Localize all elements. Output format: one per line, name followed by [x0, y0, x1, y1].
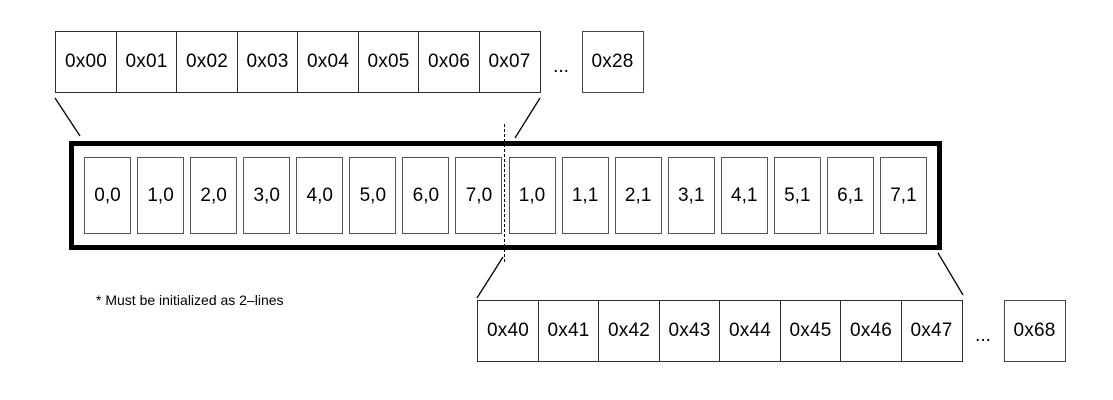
buffer-cell: 4,0 [296, 157, 344, 234]
address-cell: 0x40 [477, 300, 539, 362]
buffer-cell: 6,1 [826, 157, 874, 234]
address-cell: 0x47 [900, 300, 963, 362]
buffer-cell: 5,0 [349, 157, 397, 234]
buffer-cell: 4,1 [720, 157, 768, 234]
buffer-cell: 3,1 [667, 157, 715, 234]
address-cell: 0x41 [537, 300, 600, 362]
buffer-cell: 7,0 [455, 157, 503, 234]
buffer-cell: 6,0 [402, 157, 450, 234]
top-address-row: 0x00 0x01 0x02 0x03 0x04 0x05 0x06 0x07 … [55, 31, 644, 93]
address-cell: 0x06 [418, 31, 480, 93]
buffer-cell: 3,0 [243, 157, 291, 234]
connector-bottomright-line [937, 252, 964, 296]
footnote-text: * Must be initialized as 2–lines [96, 292, 284, 308]
address-cell: 0x42 [598, 300, 660, 362]
line-split-dashed-divider [504, 124, 505, 262]
address-cell: 0x00 [55, 31, 117, 93]
buffer-cell: 2,0 [190, 157, 238, 234]
buffer-cell: 1,0 [137, 157, 185, 234]
address-cell: 0x04 [297, 31, 359, 93]
buffer-cell: 1,0 [508, 157, 556, 234]
address-cell: 0x02 [176, 31, 238, 93]
address-cell: 0x01 [115, 31, 178, 93]
ellipsis: ... [975, 325, 991, 346]
connector-topleft-line [54, 97, 81, 137]
buffer-cell: 7,1 [879, 157, 927, 234]
address-cell-tail: 0x28 [581, 31, 644, 93]
address-cell: 0x43 [658, 300, 721, 362]
buffer-cell: 1,1 [561, 157, 609, 234]
ellipsis: ... [553, 56, 569, 77]
connector-topright-line [514, 97, 541, 139]
bottom-address-row: 0x40 0x41 0x42 0x43 0x44 0x45 0x46 0x47 … [477, 300, 1066, 362]
address-cell: 0x44 [719, 300, 781, 362]
address-cell-tail: 0x68 [1003, 300, 1066, 362]
connector-bottomleft-line [476, 256, 504, 299]
address-cell: 0x03 [236, 31, 299, 93]
address-cell: 0x45 [779, 300, 842, 362]
line-buffer-box: 0,0 1,0 2,0 3,0 4,0 5,0 6,0 7,0 1,0 1,1 … [69, 141, 942, 250]
address-cell: 0x07 [478, 31, 541, 93]
address-cell: 0x05 [357, 31, 420, 93]
buffer-cell: 0,0 [84, 157, 131, 234]
address-cell: 0x46 [840, 300, 902, 362]
buffer-cell: 2,1 [614, 157, 662, 234]
buffer-cell: 5,1 [773, 157, 821, 234]
